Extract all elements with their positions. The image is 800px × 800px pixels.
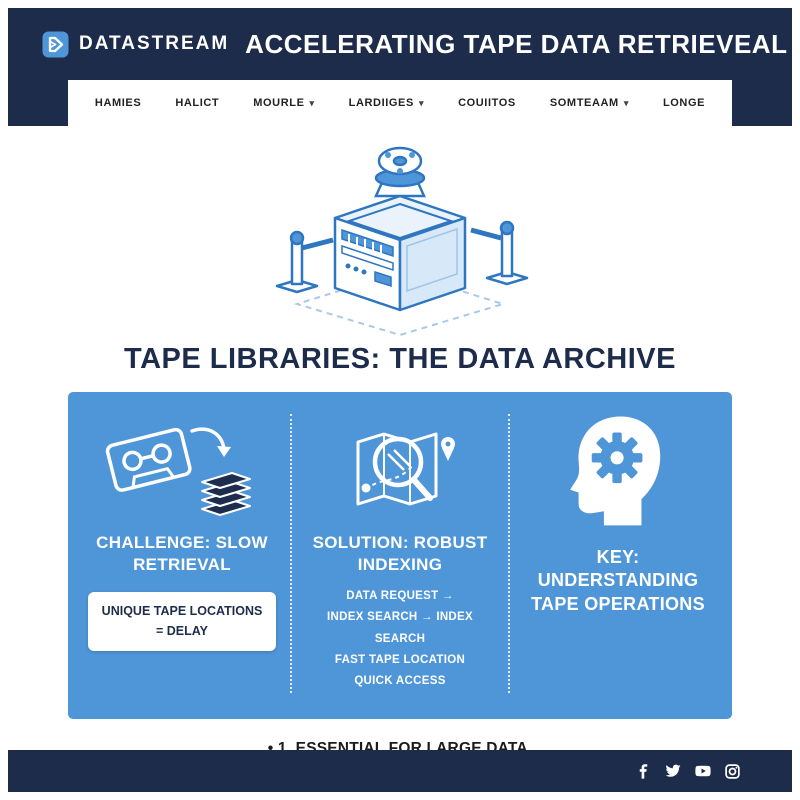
tape-machine-illustration (275, 146, 529, 337)
section-heading: TAPE LIBRARIES: THE DATA ARCHIVE (124, 343, 676, 375)
column-title: KEY: UNDERSTANDING TAPE OPERATIONS (531, 547, 705, 614)
page-title: ACCELERATING TAPE DATA RETRIEVEAL (245, 28, 788, 59)
facebook-icon[interactable] (636, 763, 651, 779)
map-magnifier-icon (320, 414, 480, 526)
nav-item-mourle[interactable]: MOURLE ▾ (236, 80, 331, 126)
chevron-down-icon: ▾ (309, 97, 315, 108)
illustration (245, 134, 555, 341)
header: DATASTREAM ACCELERATING TAPE DATA RETRIE… (8, 8, 792, 80)
column-title: SOLUTION: ROBUST INDEXING (312, 533, 488, 575)
info-panel: CHALLENGE: SLOW RETRIEVAL UNIQUE TAPE LO… (68, 392, 732, 719)
nav-item-label: COUIITOS (458, 97, 516, 109)
process-step: QUICK ACCESS (354, 675, 446, 688)
head-gear-icon (557, 414, 679, 526)
callout-box: UNIQUE TAPE LOCATIONS = DELAY (88, 592, 276, 651)
footer (8, 750, 792, 792)
instagram-icon[interactable] (725, 763, 740, 779)
page-inner: DATASTREAM ACCELERATING TAPE DATA RETRIE… (8, 8, 792, 792)
process-step: INDEX SEARCH → INDEX SEARCH (327, 611, 473, 645)
brand-logo-icon (42, 31, 69, 57)
brand[interactable]: DATASTREAM (42, 31, 229, 58)
nav-item-halict[interactable]: HALICT (158, 80, 236, 126)
tape-to-stack-icon (98, 414, 266, 526)
main-content: TAPE LIBRARIES: THE DATA ARCHIVE (8, 126, 792, 784)
nav-item-couiitos[interactable]: COUIITOS (441, 80, 533, 126)
nav-item-label: HALICT (175, 97, 220, 109)
youtube-icon[interactable] (695, 763, 711, 779)
chevron-down-icon: ▾ (418, 97, 425, 108)
nav-item-lardiiges[interactable]: LARDIIGES ▾ (332, 80, 441, 126)
chevron-down-icon: ▾ (623, 97, 629, 108)
column-title: CHALLENGE: SLOW RETRIEVAL (96, 533, 268, 575)
nav-bar: HAMIES HALICT MOURLE ▾ LARDIIGES ▾ COUII… (8, 80, 792, 126)
process-step: FAST TAPE LOCATION (334, 653, 466, 666)
nav-strip: HAMIES HALICT MOURLE ▾ LARDIIGES ▾ COUII… (67, 80, 733, 126)
process-step: DATA REQUEST → (346, 590, 454, 603)
twitter-icon[interactable] (665, 763, 681, 779)
nav-item-label: LARDIIGES (348, 97, 414, 109)
nav-item-label: LONGE (662, 97, 706, 109)
nav-item-longe[interactable]: LONGE (646, 80, 722, 126)
brand-name: DATASTREAM (79, 33, 230, 54)
nav-item-label: HAMIES (94, 97, 142, 109)
panel-column-solution: SOLUTION: ROBUST INDEXING DATA REQUEST →… (290, 414, 508, 693)
panel-column-key: KEY: UNDERSTANDING TAPE OPERATIONS (508, 414, 726, 693)
nav-item-label: MOURLE (253, 97, 305, 109)
panel-column-challenge: CHALLENGE: SLOW RETRIEVAL UNIQUE TAPE LO… (74, 414, 290, 693)
process-steps: DATA REQUEST → INDEX SEARCH → INDEX SEAR… (306, 586, 494, 692)
nav-item-hamies[interactable]: HAMIES (78, 80, 158, 126)
nav-item-label: SOMTEAAM (549, 97, 619, 109)
nav-item-somteaam[interactable]: SOMTEAAM ▾ (533, 80, 646, 126)
